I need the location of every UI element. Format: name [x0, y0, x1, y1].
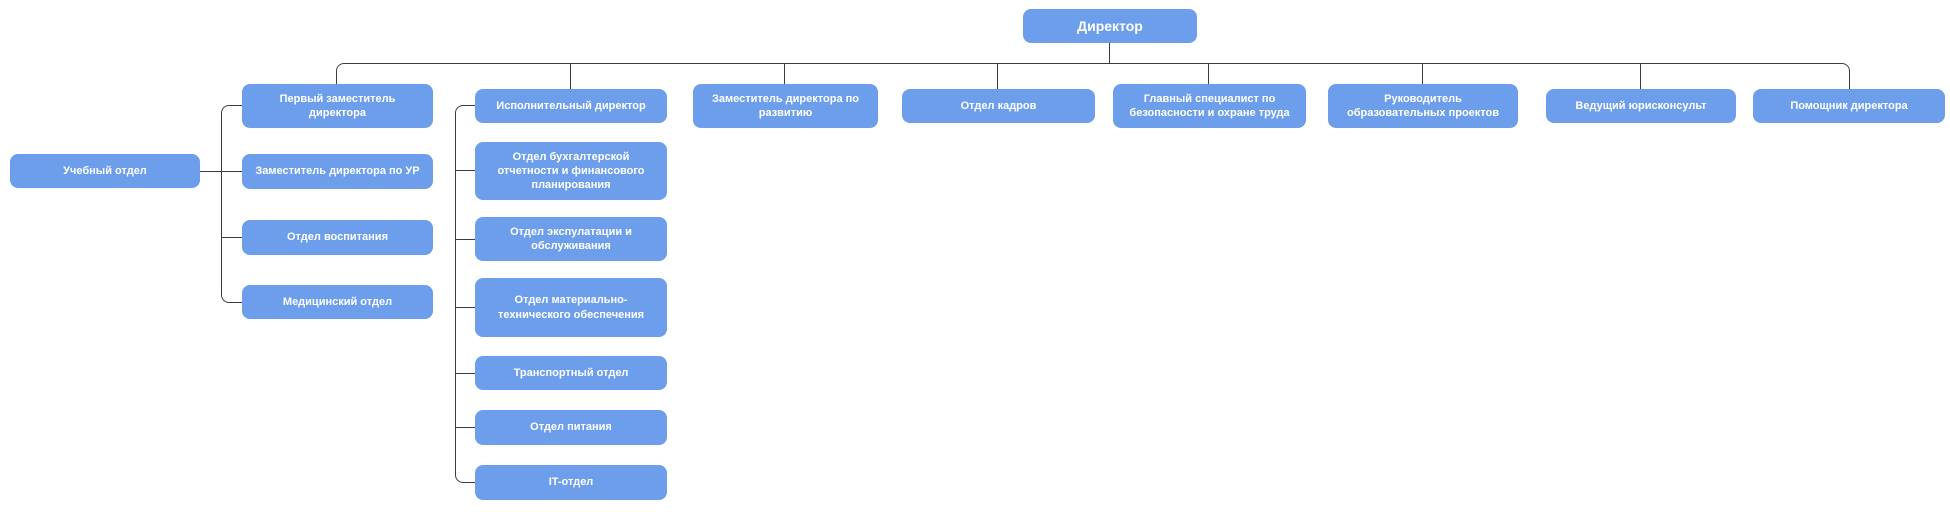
connector-executive-spine [455, 105, 475, 483]
connector-executive-stub [455, 170, 475, 171]
org-node-medical-department[interactable]: Медицинский отдел [242, 285, 433, 319]
connector-bus-drop [784, 63, 785, 90]
org-node-maintenance-department[interactable]: Отдел экспулатации и обслуживания [475, 217, 667, 261]
connector-bus-drop [1208, 63, 1209, 90]
org-node-deputy-director-development[interactable]: Заместитель директора по развитию [693, 84, 878, 128]
org-node-lead-legal-counsel[interactable]: Ведущий юрисконсульт [1546, 89, 1736, 123]
org-node-first-deputy-director[interactable]: Первый заместитель директора [242, 84, 433, 128]
org-node-director-assistant[interactable]: Помощник директора [1753, 89, 1945, 123]
connector-bus-drop [1640, 63, 1641, 90]
org-node-training-department[interactable]: Учебный отдел [10, 154, 200, 188]
connector-executive-stub [455, 373, 475, 374]
org-node-it-department[interactable]: IT-отдел [475, 465, 667, 500]
org-node-deputy-director-ur[interactable]: Заместитель директора по УР [242, 154, 433, 189]
connector-first-deputy-stub [221, 171, 242, 172]
connector-first-deputy-stub [221, 237, 242, 238]
org-node-logistics-department[interactable]: Отдел материально-технического обеспечен… [475, 278, 667, 337]
org-node-head-educational-projects[interactable]: Руководитель образовательных проектов [1328, 84, 1518, 128]
connector-executive-stub [455, 307, 475, 308]
org-node-accounting-finance-department[interactable]: Отдел бухгалтерской отчетности и финансо… [475, 142, 667, 200]
connector-bus-drop [570, 63, 571, 90]
connector-training-department-link [199, 171, 222, 172]
org-node-hr-department[interactable]: Отдел кадров [902, 89, 1095, 123]
org-node-upbringing-department[interactable]: Отдел воспитания [242, 220, 433, 255]
org-node-director[interactable]: Директор [1023, 9, 1197, 43]
connector-root-drop [1109, 43, 1110, 63]
connector-first-deputy-spine [221, 105, 242, 303]
org-node-catering-department[interactable]: Отдел питания [475, 410, 667, 445]
connector-bus-drop [997, 63, 998, 90]
connector-bus-drop [1422, 63, 1423, 90]
connector-level2-bus [336, 63, 1850, 90]
connector-executive-stub [455, 239, 475, 240]
connector-executive-stub [455, 427, 475, 428]
org-node-transport-department[interactable]: Транспортный отдел [475, 356, 667, 390]
org-node-executive-director[interactable]: Исполнительный директор [475, 89, 667, 123]
org-node-chief-safety-specialist[interactable]: Главный специалист по безопасности и охр… [1113, 84, 1306, 128]
